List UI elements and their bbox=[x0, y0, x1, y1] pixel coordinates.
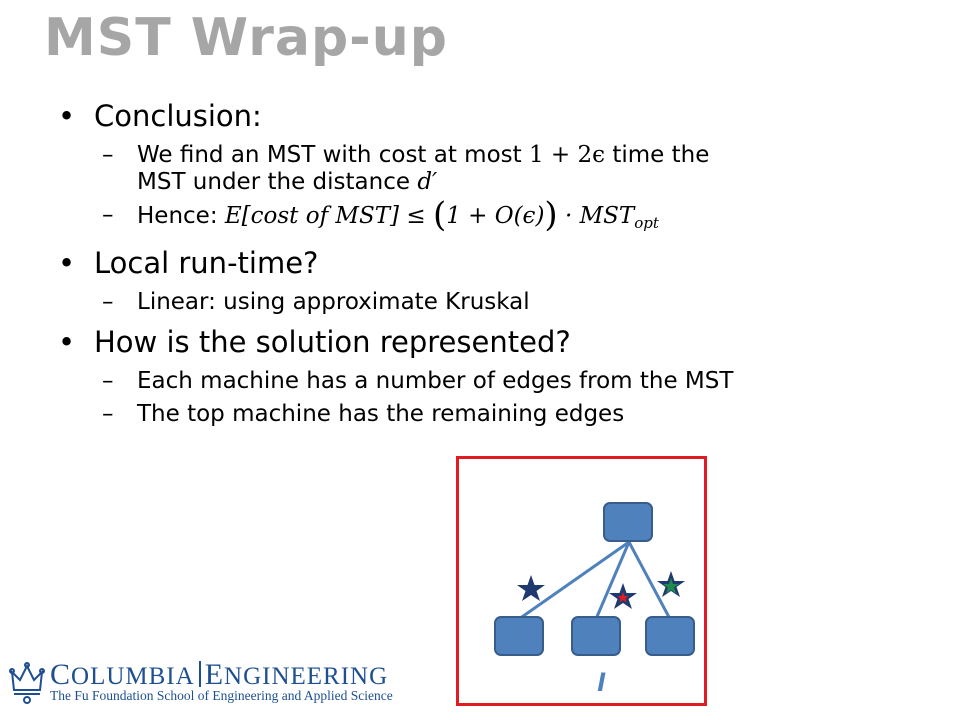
sub-bullet-find-mst: – We find an MST with cost at most 1 + 2… bbox=[58, 142, 938, 196]
dash-marker: – bbox=[102, 142, 114, 168]
bullet-text: Conclusion: bbox=[94, 99, 262, 133]
sub-bullet-top-machine: – The top machine has the remaining edge… bbox=[58, 401, 938, 428]
bullet-local-run-time: • Local run-time? bbox=[58, 243, 938, 283]
right-star-center-icon bbox=[663, 578, 679, 594]
math-subscript: opt bbox=[634, 214, 659, 232]
edge-left bbox=[518, 540, 630, 621]
machine-node-middle bbox=[571, 616, 621, 656]
math-expression: E[cost of MST] ≤ bbox=[224, 203, 433, 229]
sub-bullet-hence: – Hence: E[cost of MST] ≤ (1 + O(ϵ)) · M… bbox=[58, 198, 938, 237]
bullet-dot: • bbox=[58, 325, 76, 359]
edge-right bbox=[627, 541, 672, 620]
crown-crest-icon bbox=[9, 662, 45, 704]
bullet-conclusion: • Conclusion: bbox=[58, 96, 938, 136]
dash-marker: – bbox=[102, 401, 114, 427]
logo-wordmark: COLUMBIA ENGINEERING bbox=[50, 658, 388, 692]
tree-diagram-frame: l bbox=[456, 456, 707, 706]
middle-star-center-icon bbox=[617, 592, 629, 603]
logo-letter: E bbox=[204, 658, 225, 691]
tree-diagram: l bbox=[494, 502, 695, 697]
math-expression: · MST bbox=[557, 203, 635, 229]
bullet-dot: • bbox=[58, 246, 76, 280]
sub-text: The top machine has the remaining edges bbox=[137, 401, 625, 427]
math-paren: ) bbox=[544, 195, 558, 235]
logo-word: OLUMBIA bbox=[71, 663, 195, 690]
sub-text: MST under the distance bbox=[137, 169, 418, 195]
left-star-icon bbox=[517, 575, 545, 601]
sub-text: time the bbox=[605, 142, 710, 168]
bullet-text: Local run-time? bbox=[94, 246, 319, 280]
diagram-label: l bbox=[597, 669, 606, 697]
math-expression: d′ bbox=[417, 169, 438, 195]
math-expression: 1 + 2ϵ bbox=[528, 142, 606, 168]
logo-word: NGINEERING bbox=[224, 663, 389, 690]
bullet-dot: • bbox=[58, 99, 76, 133]
bullet-solution-represented: • How is the solution represented? bbox=[58, 322, 938, 362]
dash-marker: – bbox=[102, 202, 114, 228]
dash-marker: – bbox=[102, 289, 114, 315]
edge-middle bbox=[594, 541, 631, 620]
sub-text: Linear: using approximate Kruskal bbox=[137, 289, 530, 315]
logo-subtitle: The Fu Foundation School of Engineering … bbox=[50, 688, 393, 703]
logo-separator bbox=[198, 661, 201, 687]
columbia-engineering-logo: COLUMBIA ENGINEERING The Fu Foundation Sc… bbox=[8, 658, 393, 706]
slide-content: • Conclusion: – We find an MST with cost… bbox=[58, 94, 938, 434]
bullet-text: How is the solution represented? bbox=[94, 325, 571, 359]
sub-text: Each machine has a number of edges from … bbox=[137, 368, 734, 394]
machine-node-right bbox=[645, 616, 695, 656]
top-machine-node bbox=[603, 502, 653, 542]
math-expression: 1 + O(ϵ) bbox=[446, 203, 545, 229]
sub-text: Hence: bbox=[137, 203, 225, 229]
sub-text: We find an MST with cost at most bbox=[137, 142, 529, 168]
sub-bullet-linear: – Linear: using approximate Kruskal bbox=[58, 289, 938, 316]
math-paren: ( bbox=[432, 195, 447, 235]
machine-node-left bbox=[494, 616, 544, 656]
logo-letter: C bbox=[50, 658, 72, 691]
dash-marker: – bbox=[102, 368, 114, 394]
sub-bullet-each-machine: – Each machine has a number of edges fro… bbox=[58, 368, 938, 395]
slide-title: MST Wrap-up bbox=[44, 8, 448, 68]
